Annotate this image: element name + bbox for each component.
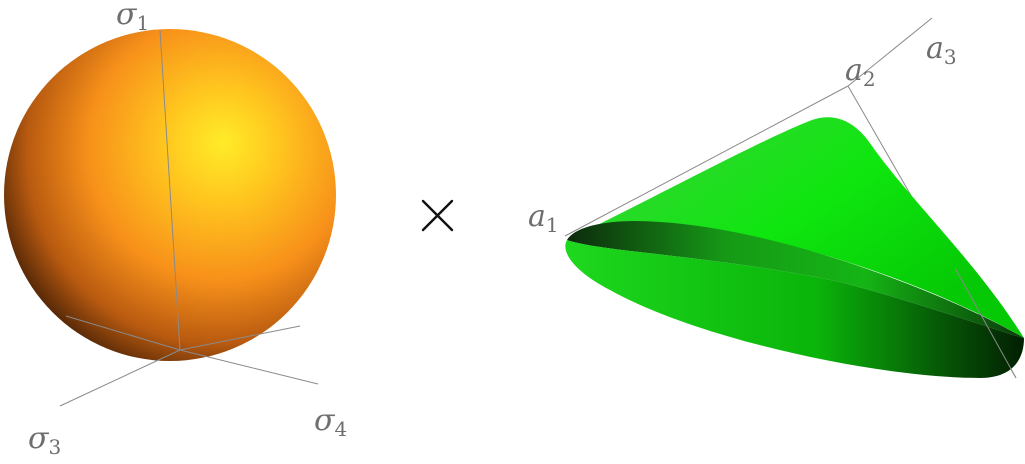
cone-figure [564, 17, 1024, 379]
sigma1-label: σ1 [116, 0, 149, 35]
a3-axis [847, 17, 933, 87]
a2-label: a2 [845, 53, 876, 91]
a1-axis [564, 85, 849, 237]
cone-opening-outer [565, 240, 1024, 378]
sigma3-axis [59, 349, 181, 407]
times-icon [421, 199, 454, 232]
a1-label: a1 [528, 199, 559, 237]
a2-axis-front [954, 267, 1017, 379]
back-axis [179, 325, 301, 351]
back-axis [65, 315, 181, 351]
cone-opening-inner [567, 220, 1024, 338]
sigma1-axis [159, 29, 181, 351]
a3-label: a3 [926, 31, 957, 69]
sigma3-label: σ3 [28, 421, 61, 459]
cone-surface [567, 117, 1024, 339]
sigma4-label: σ4 [314, 403, 347, 441]
sphere-figure [4, 29, 336, 407]
sigma4-axis [179, 349, 319, 385]
